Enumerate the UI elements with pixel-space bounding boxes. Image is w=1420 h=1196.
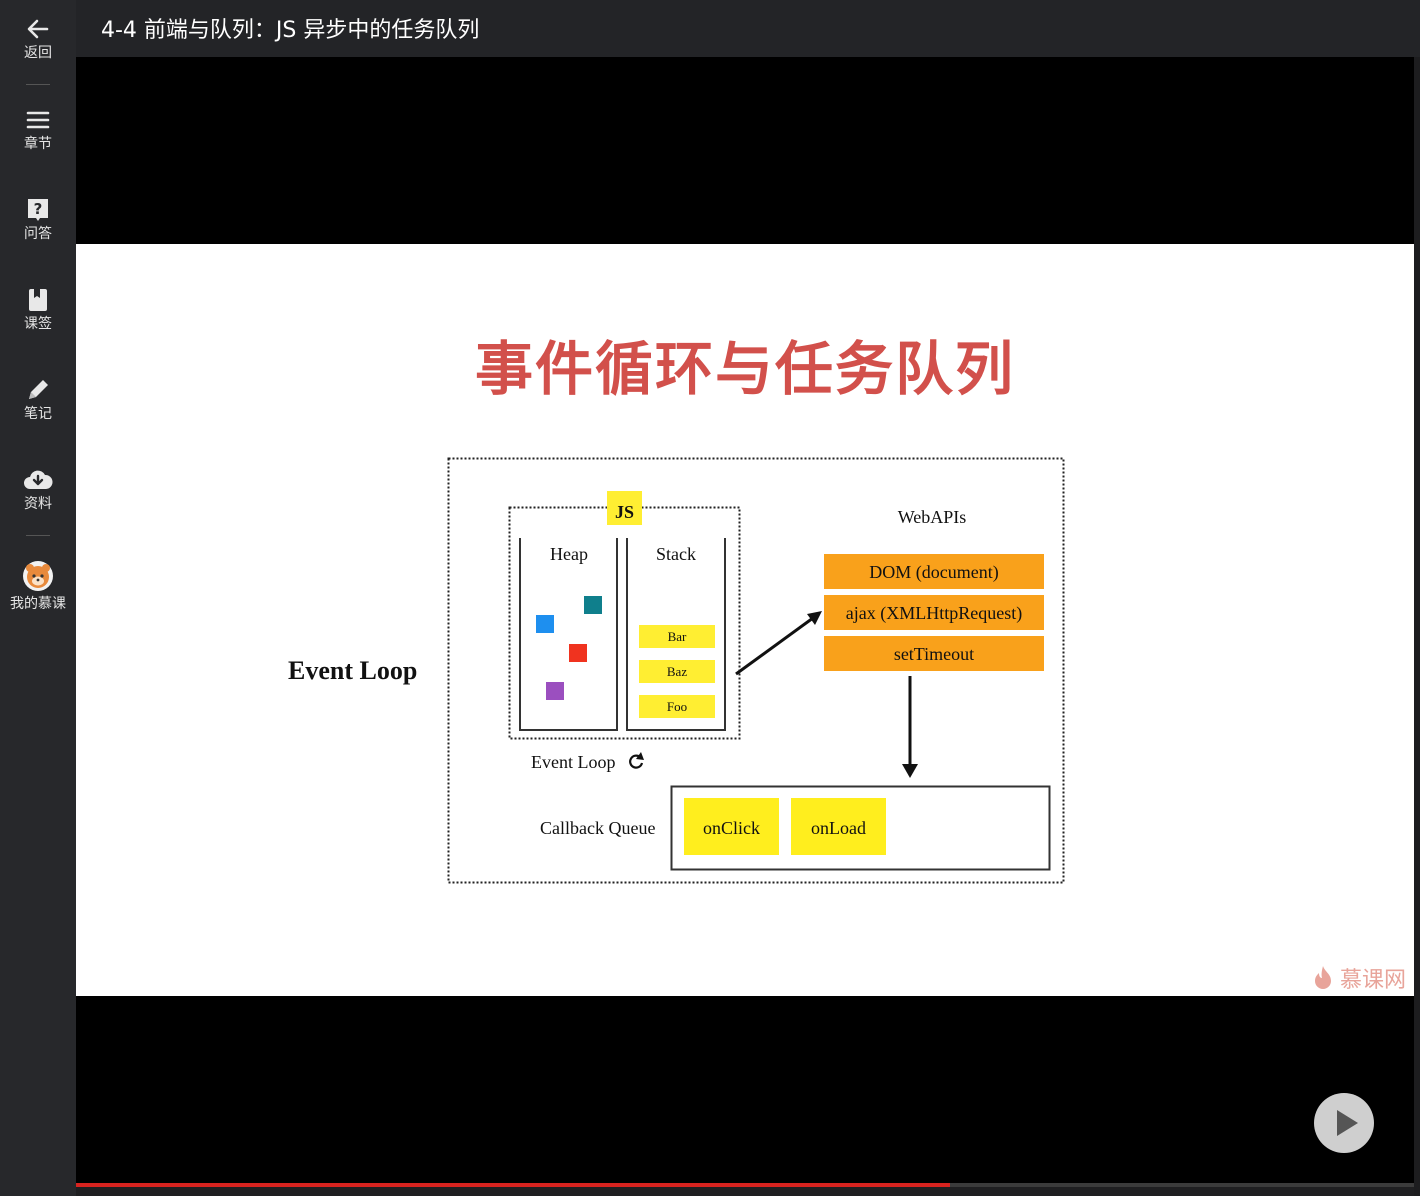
sidebar-item-label: 我的慕课 [10,596,66,612]
menu-icon [26,111,50,129]
sidebar-item-qa[interactable]: ? 问答 [0,197,76,242]
arrow-left-icon [27,19,49,39]
heap-container [519,538,618,731]
sidebar-item-bookmarks[interactable]: 课签 [0,287,76,332]
heap-object [584,596,602,614]
stack-frame-label: Bar [668,629,687,644]
arrow-head [902,764,918,778]
cloud-download-icon [24,470,53,489]
sidebar-item-chapters[interactable]: 章节 [0,107,76,152]
stack-frame-label: Foo [667,699,687,714]
webapi-box [824,636,1044,671]
js-badge [607,491,642,525]
sidebar-divider [26,535,50,536]
heap-object [546,682,564,700]
outer-dotted-frame [447,457,1065,884]
webapis-label: WebAPIs [898,507,967,527]
callback-label: onLoad [811,818,866,838]
sidebar-item-label: 返回 [24,45,52,61]
sidebar-item-label: 笔记 [24,406,52,422]
stack-label: Stack [656,544,696,564]
stack-frame-label: Baz [667,664,687,679]
lesson-title: 4-4 前端与队列：JS 异步中的任务队列 [101,18,480,43]
callback-box [791,798,886,855]
imooc-watermark: 慕课网 [1313,962,1406,994]
callback-label: onClick [703,818,760,838]
sidebar-item-label: 课签 [24,316,52,332]
event-loop-caption: Event Loop [531,752,615,772]
pencil-icon [29,380,48,399]
heap-label: Heap [550,544,588,564]
stack-frame [639,695,715,718]
webapi-box [824,595,1044,630]
play-icon [1337,1110,1358,1136]
webapi-box [824,554,1044,589]
bookmark-icon [29,289,47,311]
flame-logo-icon [1315,966,1331,989]
callback-queue-label: Callback Queue [540,818,655,838]
callback-box [684,798,779,855]
sidebar-item-my-imooc[interactable]: 我的慕课 [0,560,76,612]
slide-title: 事件循环与任务队列 [474,335,1015,403]
play-button[interactable] [1314,1093,1374,1153]
stack-frame [639,625,715,648]
sidebar-item-notes[interactable]: 笔记 [0,377,76,422]
sidebar-item-materials[interactable]: 资料 [0,467,76,512]
svg-text:?: ? [34,200,43,218]
stack-to-webapis-arrow [735,616,814,676]
progress-bar[interactable] [76,1183,1414,1187]
avatar-icon [23,561,53,591]
sidebar-item-label: 资料 [24,496,52,512]
sidebar-item-label: 章节 [24,136,52,152]
event-loop-side-label: Event Loop [288,656,417,685]
refresh-icon [629,752,644,769]
heap-object [536,615,554,633]
sidebar-divider [26,84,50,85]
heap-object [569,644,587,662]
arrow-head [807,611,822,625]
watermark-text: 慕课网 [1340,968,1407,993]
stack-frame [639,660,715,683]
top-bar: 4-4 前端与队列：JS 异步中的任务队列 [76,0,1420,57]
question-icon: ? [28,199,48,221]
js-runtime-frame [508,506,741,740]
sidebar-item-back[interactable]: 返回 [0,16,76,61]
controls-strip [76,1187,1414,1196]
stack-container [626,538,726,731]
progress-fill [76,1183,950,1187]
sidebar: 返回 章节 ? 问答 课签 笔记 资料 我的慕课 [0,0,76,1196]
js-badge-label: JS [615,502,634,522]
webapi-label: ajax (XMLHttpRequest) [846,603,1022,624]
sidebar-item-label: 问答 [24,226,52,242]
scrollbar-track [1414,57,1420,1196]
webapi-label: setTimeout [894,644,974,664]
webapi-label: DOM (document) [869,562,998,583]
callback-queue-container [670,785,1051,871]
